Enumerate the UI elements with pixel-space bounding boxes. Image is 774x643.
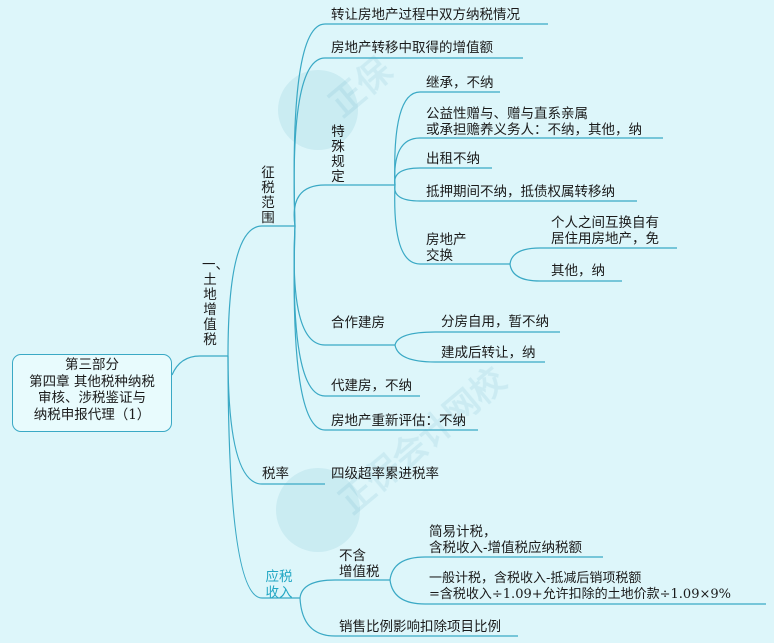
transfer-both-parties-node: 转让房地产过程中双方纳税情况	[331, 7, 520, 23]
root-line-2: 第四章 其他税种纳税	[29, 373, 155, 390]
transfer-appreciation-node: 房地产转移中取得的增值额	[331, 40, 493, 56]
self-use-node: 分房自用，暂不纳	[441, 314, 549, 330]
other-exchange-node: 其他，纳	[551, 263, 605, 279]
taxable-income-label: 应税收入	[265, 569, 293, 601]
tax-rate-node: 税率	[262, 466, 289, 482]
excluding-vat-node: 不含 增值税	[339, 548, 380, 580]
property-exchange-node: 房地产 交换	[426, 232, 467, 264]
personal-exchange-node: 个人之间互换自有 居住用房地产，免	[551, 215, 659, 247]
root-line-1: 第三部分	[65, 357, 119, 373]
progressive-rate-node: 四级超率累进税率	[331, 466, 439, 482]
root-node: 第三部分 第四章 其他税种纳税 审核、涉税鉴证与 纳税申报代理（1）	[12, 354, 172, 432]
transfer-after-build-node: 建成后转让，纳	[441, 345, 536, 361]
land-vat-node: 一、土地增值税	[202, 257, 229, 348]
taxable-income-node: 应税收入	[262, 569, 296, 601]
simple-method-node: 简易计税， 含税收入-增值税应纳税额	[429, 524, 583, 556]
sales-ratio-node: 销售比例影响扣除项目比例	[339, 619, 501, 635]
rental-node: 出租不纳	[426, 151, 480, 167]
general-method-node: 一般计税，含税收入-抵减后销项税额 =含税收入÷1.09+允许扣除的土地价款÷1…	[429, 571, 731, 602]
cooperative-building-node: 合作建房	[331, 315, 385, 331]
inheritance-node: 继承，不纳	[426, 75, 494, 91]
agency-building-node: 代建房，不纳	[331, 378, 412, 394]
tax-scope-node: 征税范围	[261, 165, 275, 226]
root-line-3: 审核、涉税鉴证与	[38, 390, 146, 406]
special-rules-node: 特殊规定	[331, 124, 345, 185]
revaluation-node: 房地产重新评估：不纳	[331, 413, 466, 429]
root-line-4: 纳税申报代理（1）	[33, 406, 151, 423]
mortgage-node: 抵押期间不纳，抵债权属转移纳	[426, 184, 615, 200]
gift-node: 公益性赠与、赠与直系亲属 或承担赡养义务人：不纳，其他，纳	[426, 106, 642, 138]
